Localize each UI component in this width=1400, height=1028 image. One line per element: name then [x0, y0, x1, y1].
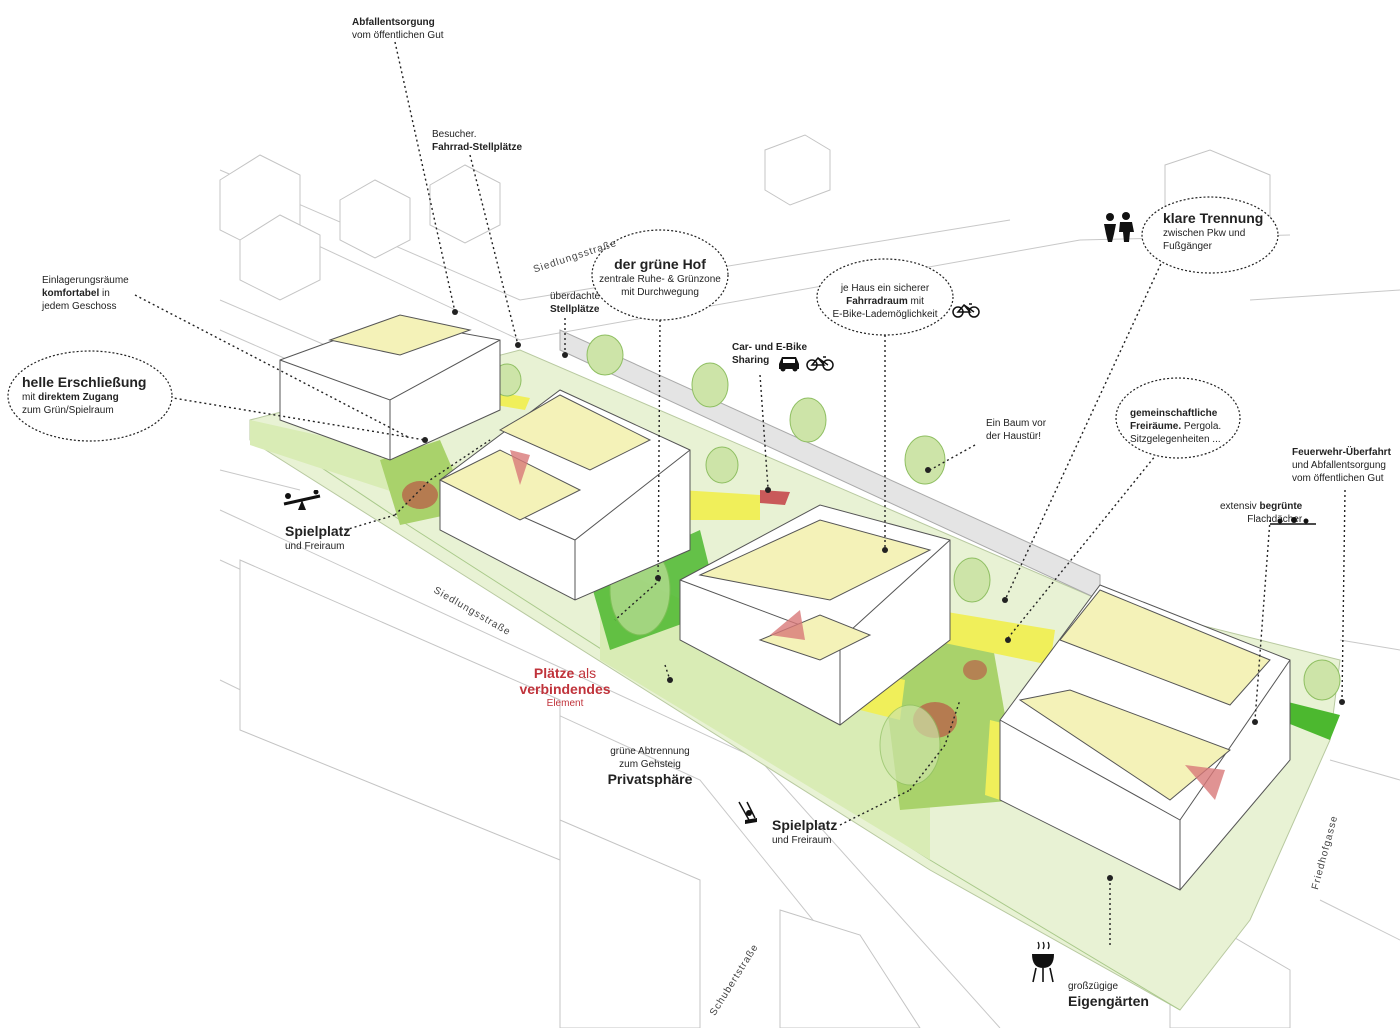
label-car-sharing: Car- und E-Bike Sharing [732, 342, 808, 366]
label-besucher: Besucher. Fahrrad-Stellplätze [432, 129, 523, 153]
bubble-gruene-hof [591, 229, 729, 321]
leader-dots [422, 309, 1345, 881]
label-einlagerung: Einlagerungsräume komfortabel in jedem G… [42, 275, 129, 312]
seesaw-icon [283, 490, 321, 510]
leader-lines [134, 41, 1346, 945]
label-eigengaerten: großzügige Eigengärten [1068, 981, 1149, 1009]
swing-icon [738, 801, 757, 824]
shade-sails [510, 450, 1225, 800]
bicycle-icon [806, 356, 834, 371]
label-feuerwehr: Feuerwehr-Überfahrt und Abfallentsorgung… [1292, 447, 1391, 484]
label-fahrradraum: je Haus ein sicherer Fahrradraum mit E-B… [832, 283, 938, 320]
bubble-helle [7, 350, 173, 442]
label-abfall-top: Abfallentsorgung vom öffentlichen Gut [352, 17, 444, 41]
label-ueberdachte: überdachte Stellplätze [550, 291, 601, 315]
context-buildings [219, 134, 1291, 1028]
label-extensiv: extensiv begrünte Flachdächer [1220, 501, 1303, 525]
label-abtrennung: grüne Abtrennung zum Gehsteig Privatsphä… [607, 746, 693, 787]
label-spielplatz-1: Spielplatz und Freiraum [285, 523, 351, 552]
grill-icon [1032, 941, 1054, 983]
label-baum: Ein Baum vor der Haustür! [986, 418, 1047, 442]
green-roof-icon [1270, 517, 1316, 525]
label-helle: helle Erschließung mit direktem Zugang z… [22, 374, 147, 416]
label-bubbles [7, 196, 1279, 459]
bubble-klare [1141, 196, 1279, 274]
bubble-fahrradraum [816, 258, 954, 336]
pedestrians-icon [1104, 212, 1134, 242]
label-gemeinschaft: gemeinschaftliche Freiräume. Pergola. Si… [1130, 408, 1222, 445]
label-klare: klare Trennung zwischen Pkw und Fußgänge… [1163, 210, 1264, 252]
label-spielplatz-2: Spielplatz und Freiraum [772, 817, 838, 846]
label-plaetze: Plätze als verbindendes Element [519, 665, 611, 709]
buildings [279, 314, 1291, 891]
car-icon [779, 357, 799, 372]
label-gruene-hof: der grüne Hof zentrale Ruhe- & Grünzone … [599, 256, 721, 298]
bubble-gemeinschaft [1115, 377, 1241, 459]
bicycle-icon-2 [952, 303, 980, 318]
